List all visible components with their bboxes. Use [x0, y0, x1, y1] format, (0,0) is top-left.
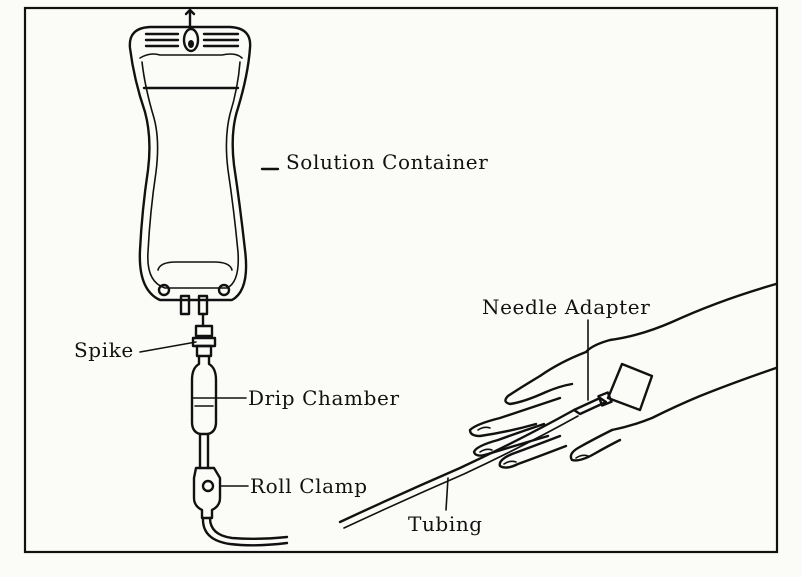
label-solution-container: Solution Container: [286, 150, 489, 174]
label-needle-adapter: Needle Adapter: [482, 295, 651, 319]
patient-arm: [468, 282, 778, 469]
label-tubing: Tubing: [408, 512, 483, 536]
iv-tubing-line: [338, 408, 576, 524]
leader-tubing: [445, 477, 449, 511]
administration-set: [190, 312, 289, 547]
solution-container-bag: [128, 8, 252, 316]
iv-tubing-line-inner: [343, 415, 579, 529]
leader-spike: [139, 341, 197, 353]
label-roll-clamp: Roll Clamp: [250, 474, 368, 498]
label-spike: Spike: [74, 338, 134, 362]
label-drip-chamber: Drip Chamber: [248, 386, 400, 410]
diagram-frame: [23, 6, 779, 554]
